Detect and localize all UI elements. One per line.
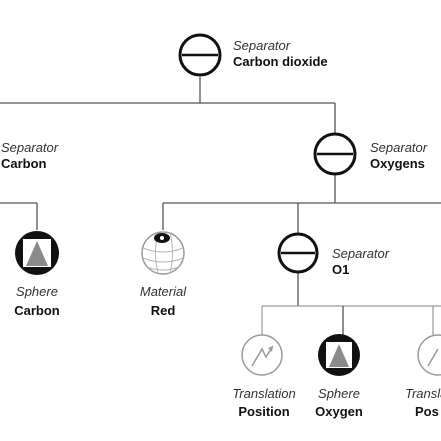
separator-icon — [313, 132, 357, 176]
node-type-label: Material — [140, 284, 187, 299]
node-type-label: Separator — [370, 140, 428, 155]
node-name-label: O1 — [332, 262, 349, 277]
node-type-label: Translation — [232, 386, 295, 401]
node-name-label: Position — [238, 404, 289, 419]
node-translation-position[interactable]: Translation Position — [232, 334, 296, 419]
node-oxygens-separator[interactable]: Separator Oxygens — [313, 132, 428, 176]
translation-icon — [417, 334, 441, 376]
translation-icon — [241, 334, 283, 376]
node-root-separator[interactable]: Separator Carbon dioxide — [178, 33, 328, 77]
node-o1-separator[interactable]: Separator O1 — [277, 232, 390, 277]
node-type-label: Separator — [233, 38, 291, 53]
node-name-label: Carbon dioxide — [233, 54, 328, 69]
node-name-label: Carbon — [1, 156, 47, 171]
node-material-red[interactable]: Material Red — [140, 231, 187, 318]
material-ball-icon — [141, 231, 185, 275]
separator-icon — [178, 33, 222, 77]
sphere-icon — [15, 231, 59, 275]
node-type-label: Separator — [1, 140, 59, 155]
node-type-label: Transla — [405, 386, 441, 401]
node-type-label: Separator — [332, 246, 390, 261]
connector-lines — [0, 77, 441, 335]
node-sphere-carbon[interactable]: Sphere Carbon — [14, 231, 60, 318]
node-name-label: Carbon — [14, 303, 60, 318]
node-type-label: Sphere — [16, 284, 58, 299]
node-type-label: Sphere — [318, 386, 360, 401]
separator-icon — [277, 232, 319, 274]
sphere-icon — [318, 334, 360, 376]
node-name-label: Oxygens — [370, 156, 425, 171]
node-name-label: Oxygen — [315, 404, 363, 419]
node-sphere-oxygen[interactable]: Sphere Oxygen — [315, 334, 363, 419]
node-translation-partial[interactable]: Transla Pos — [405, 334, 441, 419]
node-carbon-separator[interactable]: Separator Carbon — [1, 140, 59, 171]
node-name-label: Red — [151, 303, 176, 318]
node-name-label: Pos — [415, 404, 439, 419]
